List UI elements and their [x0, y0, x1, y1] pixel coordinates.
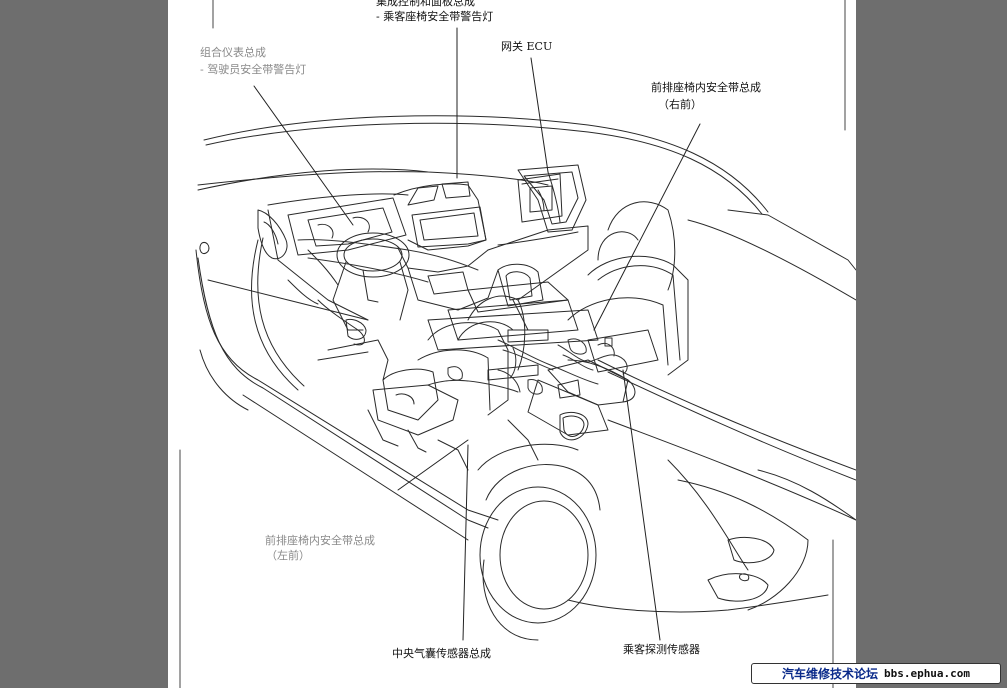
diagram-page: 集成控制和面板总成 - 乘客座椅安全带警告灯 组合仪表总成 - 驾驶员安全带警告… — [168, 0, 856, 688]
page-edge-marks — [179, 0, 846, 688]
center-console — [427, 263, 599, 351]
forum-watermark[interactable]: 汽车维修技术论坛 bbs.ephua.com — [751, 663, 1001, 684]
label-body-ecu-line2: - 乘客座椅安全带警告灯 — [376, 10, 494, 23]
leader-lines — [253, 27, 701, 641]
watermark-name: 汽车维修技术论坛 — [781, 667, 878, 681]
label-front-seat-belt-right-line1: 前排座椅内安全带总成 — [651, 81, 761, 94]
steering-wheel — [332, 232, 410, 331]
car-body-outline — [195, 115, 856, 613]
label-front-seat-belt-right-line2: （右前） — [658, 98, 702, 111]
label-front-seat-belt-left-line1: 前排座椅内安全带总成 — [265, 534, 375, 547]
gateway-ecu-module — [517, 173, 563, 223]
vehicle-cutaway-diagram — [179, 0, 856, 688]
label-body-ecu-line1: 集成控制和面板总成 — [376, 0, 475, 8]
label-front-seat-belt-left-line2: （左前） — [266, 549, 310, 562]
label-meter-line2: - 驾驶员安全带警告灯 — [200, 63, 307, 76]
label-gateway-ecu: 网关 ECU — [501, 40, 553, 53]
label-meter-line1: 组合仪表总成 — [200, 46, 266, 59]
label-airbag-sensor: 中央气囊传感器总成 — [392, 647, 491, 660]
wheel — [477, 443, 601, 641]
label-occupant-sensor: 乘客探测传感器 — [623, 643, 700, 656]
watermark-url: bbs.ephua.com — [883, 667, 971, 680]
wire-harness — [297, 239, 628, 395]
front-seats — [317, 201, 689, 471]
